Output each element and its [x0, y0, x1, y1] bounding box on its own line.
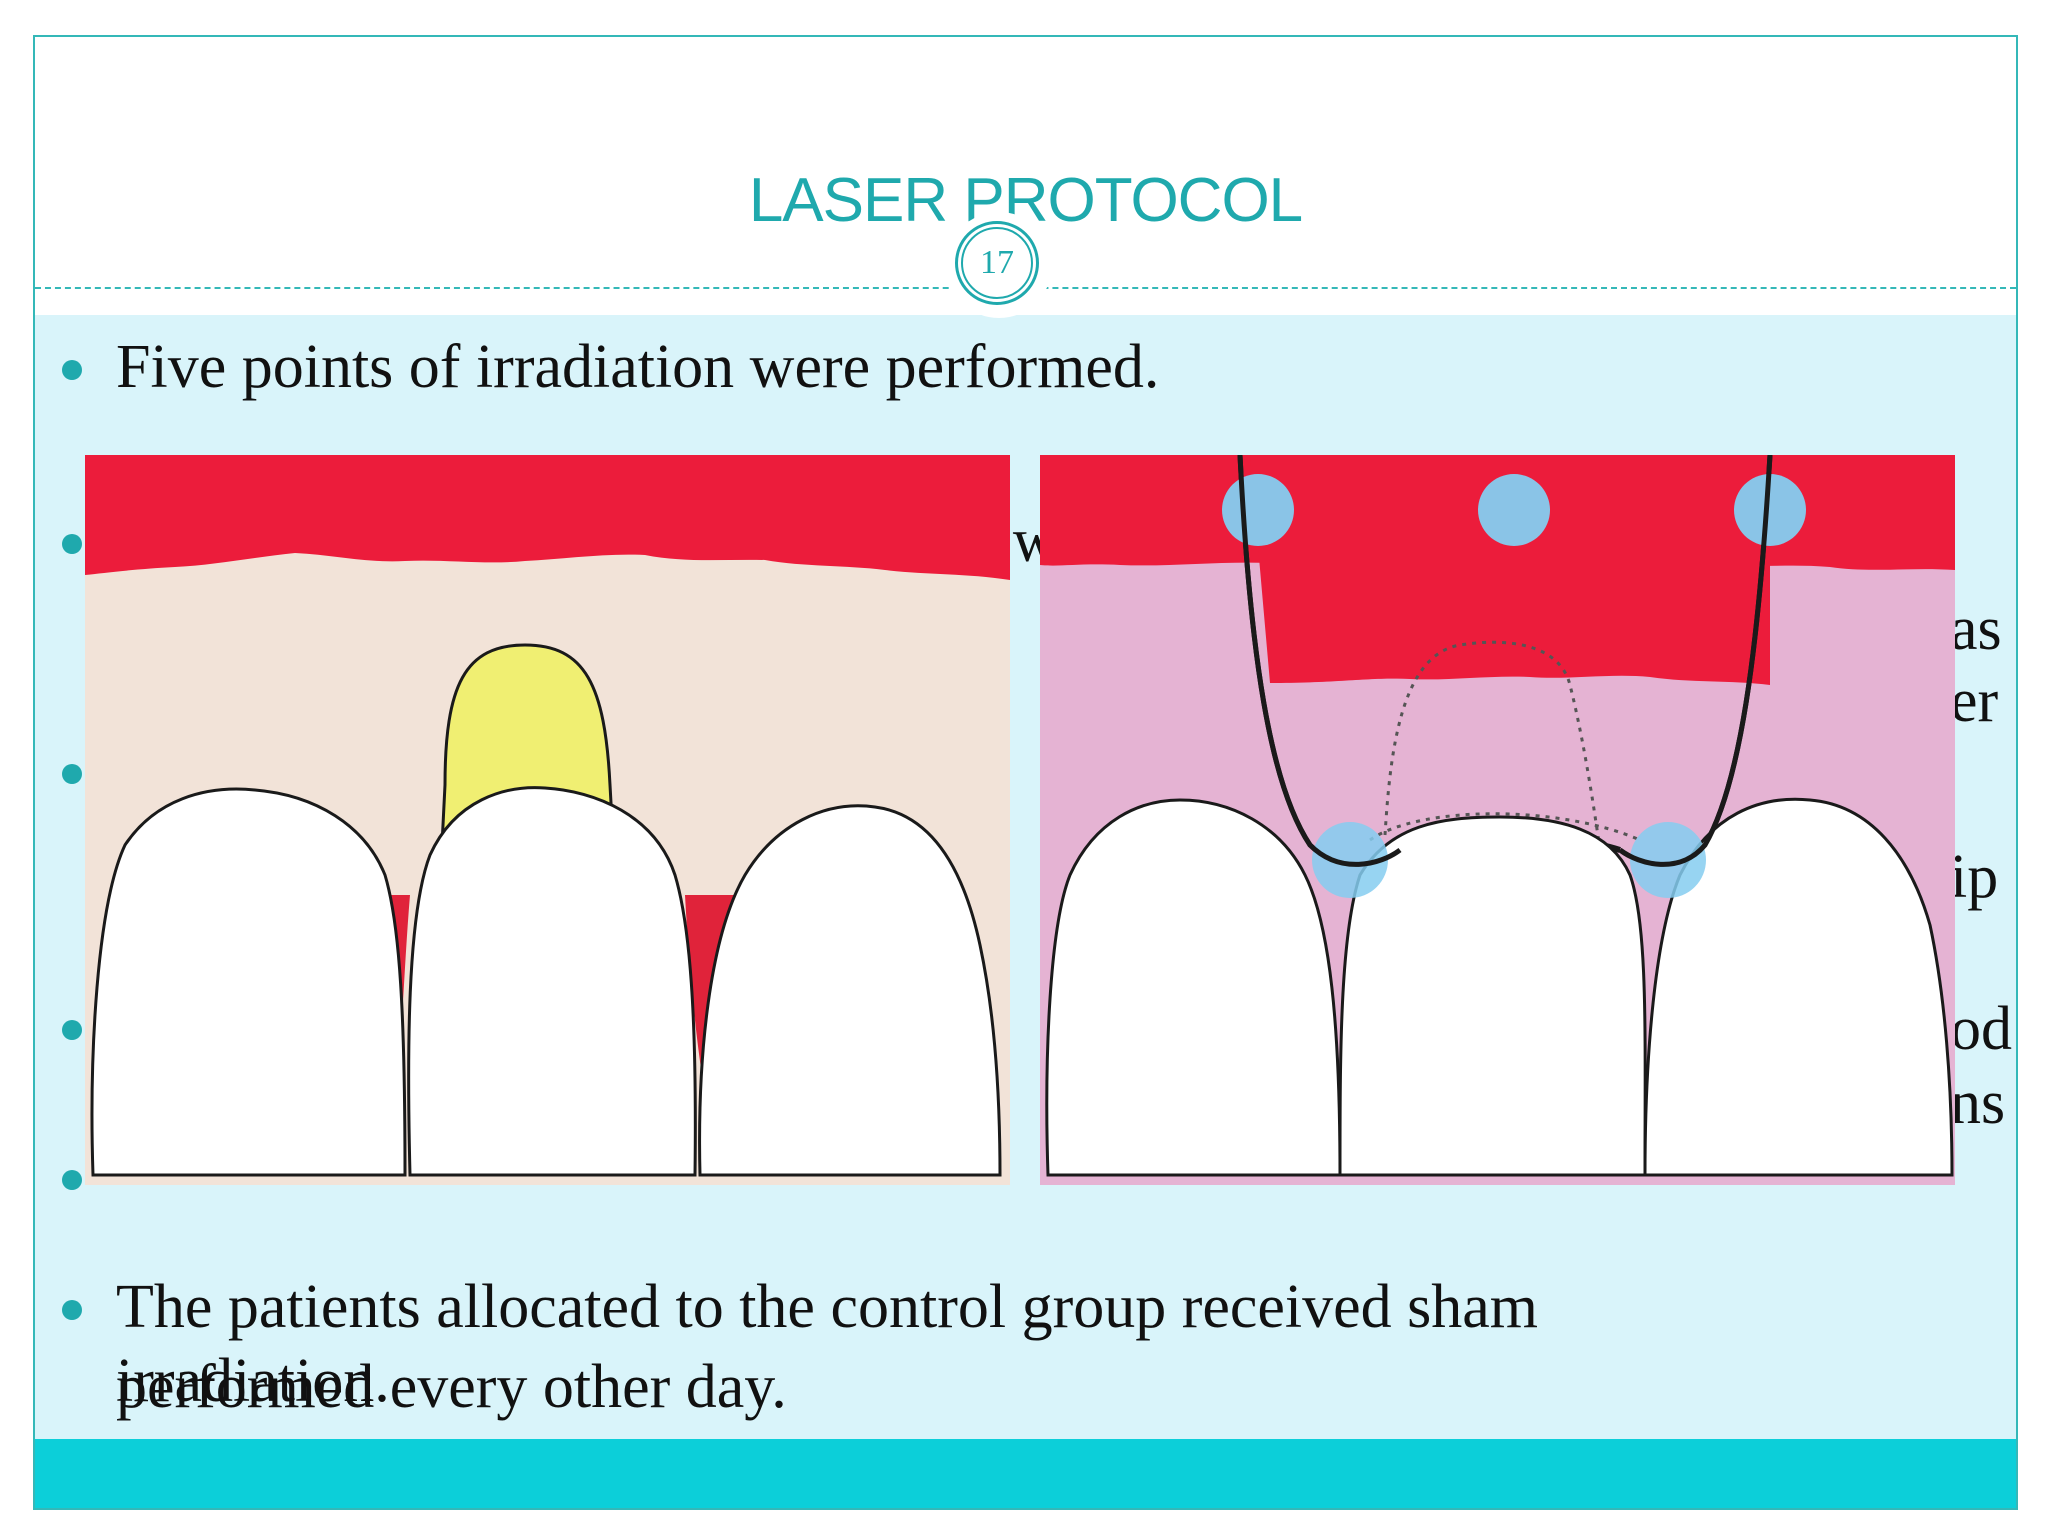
- graft-edge-dotted: [1369, 812, 1641, 842]
- illustration-laser-points: [1040, 455, 1955, 1185]
- edge-fragment: er: [1950, 667, 1999, 735]
- bullet-dot-icon: [62, 1020, 82, 1040]
- laser-point-icon: [1630, 822, 1706, 898]
- gum-red-band: [85, 455, 1010, 580]
- edge-fragment: ns: [1950, 1069, 2006, 1137]
- graft-outline-dotted: [1383, 640, 1602, 851]
- tooth-left: [1045, 798, 1342, 1177]
- bullet-dot-icon: [62, 1300, 82, 1320]
- tooth-center: [1338, 815, 1647, 1177]
- edge-fragment: as: [1950, 595, 2002, 663]
- illustration-recession: [85, 455, 1010, 1185]
- page-number-badge: 17: [946, 212, 1052, 318]
- bullet-dot-icon: [62, 764, 82, 784]
- footer-bar: [35, 1439, 2016, 1508]
- tooth-left: [90, 787, 407, 1177]
- bullet-item: Five points of irradiation were performe…: [62, 330, 1992, 404]
- edge-fragment: od: [1950, 995, 2012, 1063]
- tooth-right: [1643, 797, 1954, 1177]
- page-number: 17: [961, 227, 1033, 299]
- laser-point-icon: [1222, 474, 1294, 546]
- laser-point-icon: [1734, 474, 1806, 546]
- tooth-right: [698, 804, 1002, 1177]
- bullet-dot-icon: [62, 1170, 82, 1190]
- laser-point-icon: [1478, 474, 1550, 546]
- bullet-dot-icon: [62, 360, 82, 380]
- donor-area: [1250, 455, 1770, 685]
- incision-line-right-overlay: [1618, 455, 1773, 867]
- bullet-item: The patients allocated to the control gr…: [62, 1270, 1756, 1418]
- badge-outer-ring: [955, 221, 1039, 305]
- laser-point-icon: [1312, 822, 1388, 898]
- tooth-center: [407, 786, 697, 1177]
- edge-fragment: ip: [1950, 843, 1999, 911]
- incision-line-left-overlay: [1237, 455, 1402, 867]
- bullet-dot-icon: [62, 534, 82, 554]
